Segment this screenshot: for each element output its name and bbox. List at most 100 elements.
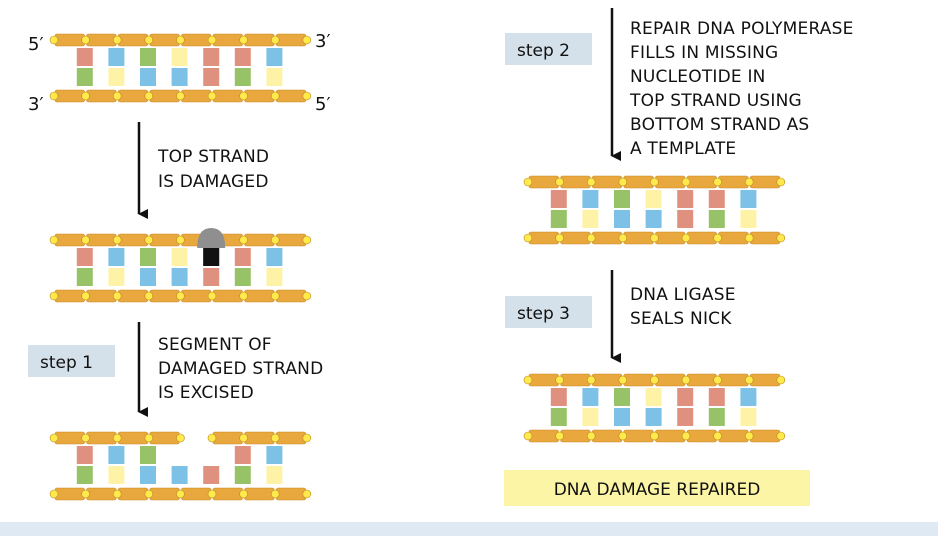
backbone-segment (686, 429, 717, 443)
label-3prime-bottom: 3′ (28, 94, 44, 115)
phosphate (618, 375, 628, 385)
backbone-segment (212, 487, 243, 501)
phosphate (650, 177, 659, 187)
backbone-segment (528, 373, 559, 387)
backbone-segment (591, 429, 623, 443)
phosphate (555, 431, 564, 441)
phosphate (650, 375, 659, 385)
base-bottom (76, 268, 93, 286)
dna-duplex-repaired (523, 373, 786, 443)
backbone-segment (623, 373, 654, 387)
base-bottom (645, 210, 662, 228)
base-top (76, 48, 93, 66)
base-bottom (234, 268, 251, 286)
base-bottom (740, 210, 757, 228)
backbone-segment (655, 429, 686, 443)
base-top (645, 190, 662, 208)
backbone-segment (54, 431, 85, 445)
phosphate (207, 433, 217, 443)
dna-duplex-intact (49, 33, 312, 103)
step1-box (28, 345, 115, 377)
backbone-segment (244, 89, 275, 103)
phosphate (302, 433, 312, 443)
base-top (266, 446, 283, 464)
backbone-segment (54, 89, 85, 103)
base-bottom (234, 68, 251, 86)
phosphate (176, 291, 185, 301)
phosphate (112, 235, 122, 245)
backbone-segment (560, 373, 591, 387)
phosphate (586, 375, 596, 385)
phosphate (618, 233, 628, 243)
backbone-segment (275, 289, 307, 303)
step3-label: step 3 (517, 304, 570, 324)
phosphate (176, 35, 185, 45)
base-top (140, 48, 156, 66)
base-top (677, 388, 694, 406)
backbone-segment (86, 233, 117, 247)
label-3prime-top: 3′ (315, 31, 331, 52)
backbone-segment (117, 289, 149, 303)
phosphate (744, 233, 754, 243)
backbone-segment (275, 487, 307, 501)
phosphate (112, 489, 122, 499)
base-top (140, 446, 156, 464)
backbone-segment (591, 373, 623, 387)
phosphate (112, 35, 122, 45)
base-top (76, 446, 93, 464)
phosphate (144, 291, 154, 301)
base-top (234, 48, 251, 66)
phosphate (586, 233, 596, 243)
phosphate (239, 235, 248, 245)
phosphate (112, 433, 122, 443)
base-top (645, 388, 662, 406)
phosphate (207, 291, 217, 301)
phosphate (270, 35, 280, 45)
phosphate (176, 235, 185, 245)
base-bottom (140, 268, 156, 286)
base-bottom (140, 68, 156, 86)
base-top (550, 190, 567, 208)
backbone-segment (528, 231, 559, 245)
base-bottom (550, 210, 567, 228)
backbone-segment (117, 431, 149, 445)
phosphate (776, 233, 786, 243)
phosphate (207, 91, 217, 101)
phosphate (744, 177, 754, 187)
backbone-segment (718, 231, 749, 245)
backbone-segment (244, 431, 275, 445)
phosphate (49, 235, 59, 245)
base-bottom (234, 466, 251, 484)
phosphate (618, 177, 628, 187)
backbone-segment (560, 429, 591, 443)
backbone-segment (655, 231, 686, 245)
backbone-segment (718, 373, 749, 387)
phosphate (81, 291, 90, 301)
phosphate (176, 91, 185, 101)
base-top (582, 190, 599, 208)
backbone-segment (86, 431, 117, 445)
backbone-segment (244, 33, 275, 47)
phosphate (586, 177, 596, 187)
backbone-segment (528, 175, 559, 189)
phosphate (555, 177, 564, 187)
base-top (234, 248, 251, 266)
backbone-segment (149, 233, 180, 247)
base-top (582, 388, 599, 406)
phosphate (681, 233, 691, 243)
phosphate (302, 35, 312, 45)
backbone-segment (528, 429, 559, 443)
base-top (171, 248, 188, 266)
base-bottom (171, 68, 188, 86)
phosphate (239, 433, 248, 443)
backbone-segment (149, 487, 180, 501)
backbone-segment (181, 487, 212, 501)
phosphate (618, 431, 628, 441)
label-5prime-bottom: 5′ (315, 94, 331, 115)
base-bottom (171, 268, 188, 286)
backbone-segment (117, 487, 149, 501)
base-bottom (614, 408, 630, 426)
backbone-segment (149, 33, 180, 47)
base-bottom (108, 466, 125, 484)
